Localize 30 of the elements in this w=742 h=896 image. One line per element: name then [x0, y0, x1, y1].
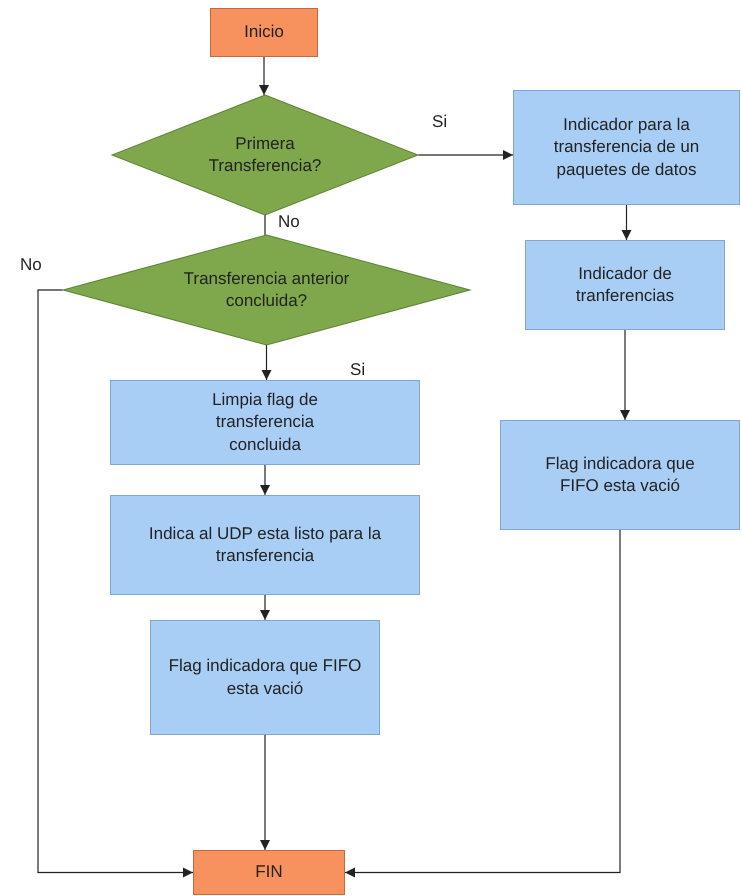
- arrow: [37, 289, 193, 878]
- node-text: Inicio: [244, 21, 284, 44]
- process-box: [110, 495, 420, 595]
- node-text: Indicador para la transferencia de un paquetes de datos: [552, 114, 700, 181]
- decision-diamond: [112, 95, 418, 215]
- node-text: Limpia flag de transferencia concluida: [211, 389, 319, 456]
- node-text: FIN: [255, 861, 283, 884]
- node-text: Flag indicadora que FIFO esta vació: [544, 452, 696, 497]
- arrow: [260, 595, 270, 620]
- process-box: [525, 240, 725, 330]
- arrow: [260, 735, 270, 850]
- process-box: [150, 620, 380, 735]
- decision-diamond: [63, 235, 470, 345]
- node-text: Transferencia anterior concluida?: [183, 268, 350, 312]
- node-text: Indica al UDP esta listo para la transferencia: [148, 522, 382, 567]
- process-box: [513, 90, 740, 205]
- process-box: [500, 420, 740, 530]
- node-text: Primera Transferencia?: [208, 132, 322, 177]
- node-text: Indicador de tranferencias: [574, 262, 676, 307]
- arrow: [262, 345, 272, 380]
- node-text: Flag indicadora que FIFO esta vació: [168, 655, 362, 700]
- arrow: [418, 150, 513, 160]
- arrow: [622, 205, 632, 240]
- arrow: [345, 530, 621, 878]
- arrow: [259, 57, 269, 95]
- terminal-box: [210, 8, 318, 57]
- arrow: [620, 330, 630, 420]
- process-box: [110, 380, 420, 465]
- terminal-box: [193, 850, 345, 895]
- arrow: [260, 465, 270, 495]
